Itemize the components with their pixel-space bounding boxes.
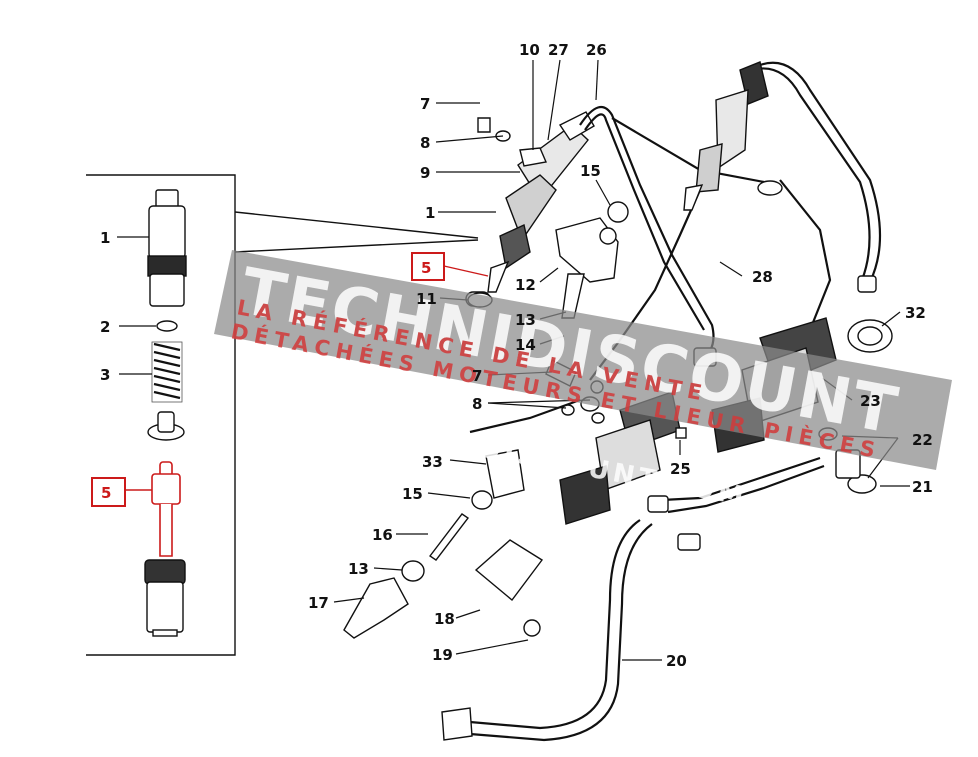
highlight-box-top bbox=[411, 252, 445, 281]
part-label-13-upper: 13 bbox=[515, 311, 536, 329]
part-label-12: 12 bbox=[515, 276, 536, 294]
part-label-5-upper: 5 bbox=[421, 259, 431, 277]
part-label-13-lower: 13 bbox=[348, 560, 369, 578]
highlight-box-left bbox=[91, 477, 126, 507]
part-label-10: 10 bbox=[519, 41, 540, 59]
part-label-7-upper: 7 bbox=[420, 95, 430, 113]
watermark bbox=[214, 250, 952, 470]
part-label-7-lower: 7 bbox=[472, 367, 482, 385]
part-label-33: 33 bbox=[422, 453, 443, 471]
part-label-8-lower: 8 bbox=[472, 395, 482, 413]
part-label-21: 21 bbox=[912, 478, 933, 496]
part-label-9: 9 bbox=[420, 164, 430, 182]
part-label-27: 27 bbox=[548, 41, 569, 59]
part-label-14: 14 bbox=[515, 336, 536, 354]
part-label-17: 17 bbox=[308, 594, 329, 612]
injector-exploded-stack bbox=[147, 189, 187, 441]
part-label-16: 16 bbox=[372, 526, 393, 544]
part-label-20: 20 bbox=[666, 652, 687, 670]
nozzle-highlighted bbox=[151, 461, 181, 557]
part-label-23: 23 bbox=[860, 392, 881, 410]
part-label-25: 25 bbox=[670, 460, 691, 478]
part-label-18: 18 bbox=[434, 610, 455, 628]
part-label-3: 3 bbox=[100, 366, 110, 384]
part-label-32: 32 bbox=[905, 304, 926, 322]
injector-top-right bbox=[683, 61, 877, 367]
part-label-15-lower: 15 bbox=[402, 485, 423, 503]
part-label-11: 11 bbox=[416, 290, 437, 308]
part-label-1: 1 bbox=[100, 229, 110, 247]
part-label-15-upper: 15 bbox=[580, 162, 601, 180]
part-number-labels: 1 2 3 5 10 27 26 7 8 9 1 15 5 11 12 13 1… bbox=[100, 41, 933, 670]
part-label-2: 2 bbox=[100, 318, 110, 336]
part-label-1-upper: 1 bbox=[425, 204, 435, 222]
detail-inset-frame bbox=[86, 174, 479, 656]
part-label-26: 26 bbox=[586, 41, 607, 59]
part-label-28: 28 bbox=[752, 268, 773, 286]
part-label-19: 19 bbox=[432, 646, 453, 664]
injector-body-lower bbox=[144, 559, 186, 637]
part-label-8-upper: 8 bbox=[420, 134, 430, 152]
part-label-22: 22 bbox=[912, 431, 933, 449]
highlight-leaders bbox=[126, 265, 489, 491]
part-label-5-nozzle: 5 bbox=[101, 484, 111, 502]
